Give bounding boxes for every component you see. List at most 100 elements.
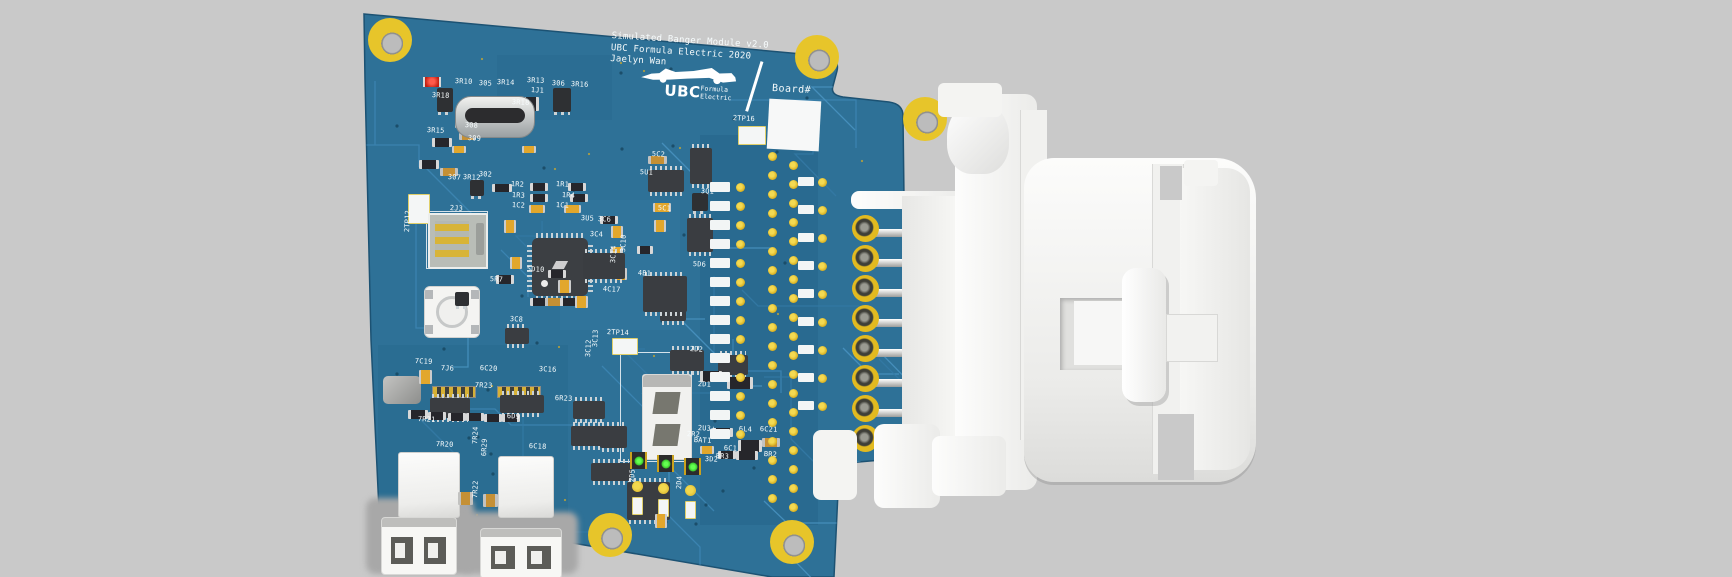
silkscreen-label: 1C1 bbox=[555, 201, 570, 210]
pad-label-box bbox=[710, 429, 730, 439]
silkscreen-label: 5U1 bbox=[639, 168, 654, 177]
res-part bbox=[736, 451, 758, 460]
silkscreen-label: 2TP14 bbox=[606, 328, 630, 338]
res-part bbox=[502, 414, 520, 422]
through-hole-pad bbox=[789, 218, 798, 227]
through-hole-pad bbox=[818, 346, 827, 355]
ic-part bbox=[591, 459, 631, 485]
mounting-hole bbox=[795, 35, 839, 79]
through-hole-pad bbox=[789, 199, 798, 208]
silkscreen-label: 7R24 bbox=[471, 426, 480, 445]
through-hole-pad bbox=[736, 316, 745, 325]
connector-pin-hole bbox=[852, 335, 879, 362]
silkscreen-label: 6C21 bbox=[759, 425, 778, 434]
pad-label-box bbox=[798, 289, 814, 298]
race-car-icon bbox=[641, 68, 737, 85]
through-hole-pad bbox=[818, 262, 827, 271]
board-number-label: Board# bbox=[771, 82, 812, 97]
through-hole-pad bbox=[789, 503, 798, 512]
connector-foot bbox=[874, 424, 940, 508]
silkscreen-label: 3C6 bbox=[597, 215, 612, 224]
through-hole-pad bbox=[818, 290, 827, 299]
through-hole-pad bbox=[768, 380, 777, 389]
silkscreen-label: 6D9 bbox=[506, 412, 521, 421]
power-connector bbox=[480, 528, 562, 577]
pad-label-box bbox=[798, 233, 814, 242]
silkscreen-label: 3C14 bbox=[609, 245, 618, 264]
ind-part bbox=[383, 376, 421, 404]
led-test-point bbox=[685, 485, 696, 496]
test-point bbox=[738, 126, 766, 145]
silkscreen-label: 3R15 bbox=[426, 126, 445, 135]
board-number-write-in-box bbox=[766, 98, 822, 152]
card-socket bbox=[428, 213, 488, 269]
capy-part bbox=[558, 280, 571, 293]
capy-part bbox=[419, 370, 432, 384]
through-hole-pad bbox=[736, 259, 745, 268]
connector-pin bbox=[865, 349, 917, 357]
through-hole-pad bbox=[768, 152, 777, 161]
silkscreen-label: 1C2 bbox=[511, 201, 526, 210]
green-led bbox=[630, 452, 647, 469]
cap-part bbox=[648, 156, 667, 164]
res-part bbox=[530, 183, 548, 191]
silkscreen-label: 1R3 bbox=[511, 191, 526, 200]
through-hole-pad bbox=[818, 402, 827, 411]
ic-part bbox=[670, 346, 704, 375]
through-hole-pad bbox=[789, 294, 798, 303]
pad-label-box bbox=[798, 317, 814, 326]
through-hole-pad bbox=[789, 256, 798, 265]
pad-label-box bbox=[710, 315, 730, 325]
silkscreen-label: 3C12 bbox=[584, 339, 593, 358]
res-part bbox=[408, 410, 428, 419]
ic-part bbox=[583, 249, 625, 283]
housing-recess-key bbox=[1074, 301, 1128, 365]
res-part bbox=[718, 451, 736, 459]
connector-foot-tab bbox=[813, 430, 857, 500]
silkscreen-label: 305 bbox=[478, 79, 493, 88]
silkscreen-label: 3R14 bbox=[496, 78, 515, 87]
pad-label-box bbox=[710, 353, 730, 363]
through-hole-pad bbox=[768, 475, 777, 484]
housing-bottom-notch bbox=[1158, 414, 1194, 480]
res-part bbox=[568, 183, 586, 191]
sot-part bbox=[553, 88, 571, 115]
silkscreen-label: 5R7 bbox=[489, 275, 504, 284]
silkscreen-label: 6R23 bbox=[554, 394, 573, 403]
silkscreen-label: 2D4 bbox=[675, 475, 684, 490]
silkscreen-label: 302 bbox=[478, 170, 493, 179]
capy-part bbox=[653, 203, 671, 212]
through-hole-pad bbox=[736, 221, 745, 230]
silkscreen-label: 5C1 bbox=[657, 204, 672, 213]
module-part bbox=[398, 452, 460, 518]
ic-part bbox=[573, 397, 605, 423]
through-hole-pad bbox=[768, 209, 777, 218]
capy-part bbox=[452, 146, 466, 153]
connector-pin bbox=[865, 409, 917, 417]
connector-pin-hole bbox=[852, 365, 879, 392]
silkscreen-label: 3C8 bbox=[509, 315, 524, 324]
connector-pin bbox=[865, 379, 917, 387]
res-part bbox=[496, 275, 514, 284]
logo-ubc-text: UBC bbox=[663, 81, 702, 102]
through-hole-pad bbox=[768, 456, 777, 465]
pad-label-box bbox=[798, 205, 814, 214]
capy-part bbox=[522, 146, 536, 153]
silkscreen-label: 3C16 bbox=[538, 365, 557, 374]
through-hole-pad bbox=[736, 240, 745, 249]
silkscreen-label: 6C20 bbox=[479, 364, 498, 373]
ic-part bbox=[571, 422, 606, 450]
through-hole-pad bbox=[789, 351, 798, 360]
through-hole-pad bbox=[768, 228, 777, 237]
copper-pour-region bbox=[700, 135, 818, 525]
silkscreen-label: 7C19 bbox=[414, 357, 433, 366]
cap-part bbox=[458, 492, 473, 505]
silkscreen-label: 3U5 bbox=[580, 214, 595, 223]
through-hole-pad bbox=[768, 304, 777, 313]
silkscreen-label: 2TP12 bbox=[403, 209, 413, 233]
through-hole-pad bbox=[768, 323, 777, 332]
through-hole-pad bbox=[818, 206, 827, 215]
res-part bbox=[530, 194, 548, 202]
through-hole-pad bbox=[789, 465, 798, 474]
